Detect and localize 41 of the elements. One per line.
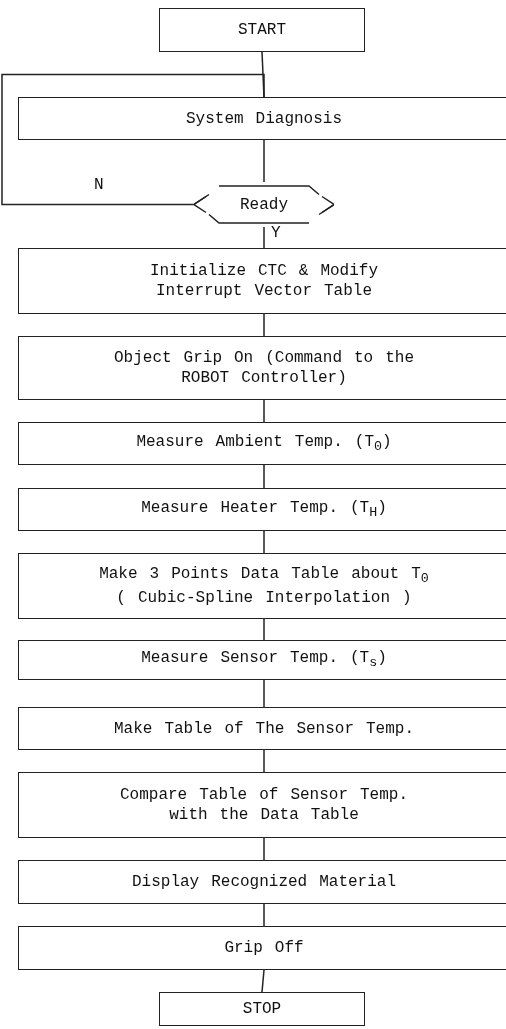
process-box [18, 488, 506, 531]
terminal-box [159, 992, 365, 1026]
step-text: Make Table of The Sensor Temp. [112, 718, 415, 739]
process-box [18, 336, 506, 400]
step-text: Ready [239, 194, 289, 215]
step-text: System Diagnosis [185, 108, 343, 129]
connector-line [1, 73, 265, 206]
connector-line [263, 399, 265, 423]
connector-line [263, 679, 265, 708]
step-text: Display Recognized Material [130, 872, 397, 892]
process-box [18, 772, 506, 838]
process-box [18, 422, 506, 465]
connector-line [263, 464, 265, 489]
step-text: Grip Off [223, 938, 305, 958]
step-text: Compare Table of Sensor Temp. with the Data Table [118, 785, 409, 825]
process-box [18, 640, 506, 680]
step-text: Object Grip On (Command to the ROBOT Controller) [112, 348, 415, 388]
connector-line [261, 969, 265, 993]
step-text: Measure Sensor Temp. (T$_{s}$) [140, 648, 388, 672]
connector-line [263, 530, 265, 554]
connector-line [263, 618, 265, 641]
step-text: Make 3 Points Data Table about T$_{0}$ ( Cubic-Spline Interpolation ) [98, 564, 430, 608]
step-text: Measure Ambient Temp. (T$_{0}$) [135, 431, 393, 456]
process-box [18, 248, 506, 314]
connector-line [263, 837, 265, 861]
decision-hexagon [194, 182, 334, 227]
process-box [18, 926, 506, 970]
terminal-box [159, 8, 365, 52]
connector-line [263, 226, 265, 249]
connector-line [263, 903, 265, 927]
connector-line [263, 313, 265, 337]
connector-line [263, 749, 265, 773]
connector-line [263, 139, 265, 183]
process-box [18, 97, 506, 140]
step-text: STOP [241, 999, 283, 1019]
process-box [18, 553, 506, 619]
process-box [18, 707, 506, 750]
step-text: Initialize CTC & Modify Interrupt Vector Table [148, 261, 379, 301]
step-text: Measure Heater Temp. (T$_{H}$) [140, 497, 388, 522]
step-text: START [237, 20, 287, 40]
process-box [18, 860, 506, 904]
